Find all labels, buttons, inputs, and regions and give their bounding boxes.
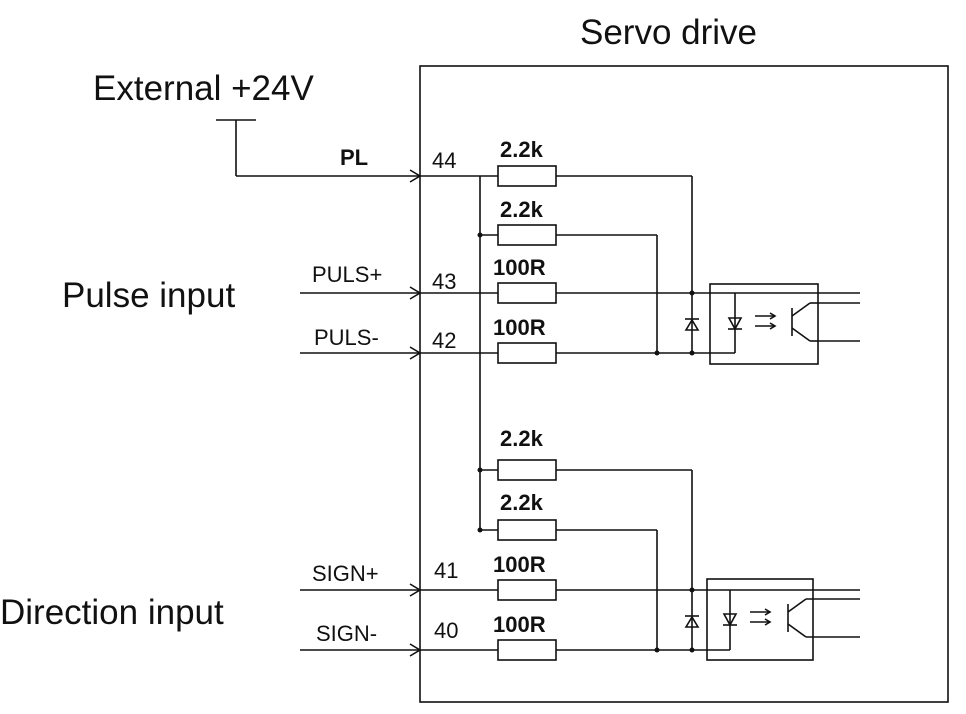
junction-dot xyxy=(654,647,660,653)
signal-sign-plus: SIGN+ xyxy=(312,561,379,586)
resistor-r3 xyxy=(497,282,557,304)
resistor-r5 xyxy=(497,459,557,481)
optocoupler-direction xyxy=(684,578,860,661)
resistor-r1 xyxy=(497,165,557,187)
pin-40: 40 xyxy=(434,618,458,643)
junction-dot xyxy=(689,290,695,296)
pl-wire xyxy=(236,169,422,183)
external-24v-label: External +24V xyxy=(93,69,314,108)
resistor-label-r1: 2.2k xyxy=(500,137,544,162)
resistor-label-r5: 2.2k xyxy=(500,426,544,451)
junction-dot xyxy=(689,647,695,653)
resistor-r4 xyxy=(497,342,557,364)
resistor-label-r6: 2.2k xyxy=(500,490,544,515)
resistor-label-r4: 100R xyxy=(493,315,546,340)
junction-dot xyxy=(477,467,483,473)
optocoupler-pulse xyxy=(684,283,860,365)
servo-drive-box xyxy=(419,65,949,703)
resistor-label-r7: 100R xyxy=(493,552,546,577)
resistor-label-r3: 100R xyxy=(493,255,546,280)
signal-puls-plus: PULS+ xyxy=(312,262,382,287)
resistor-r2 xyxy=(497,224,557,246)
servo-drive-title: Servo drive xyxy=(580,13,757,52)
resistor-r7 xyxy=(497,579,557,601)
resistor-label-r2: 2.2k xyxy=(500,197,544,222)
signal-pl: PL xyxy=(340,145,368,170)
signal-sign-minus: SIGN- xyxy=(316,621,377,646)
resistor-r6 xyxy=(497,519,557,541)
junction-dot xyxy=(477,527,483,533)
pulse-input-label: Pulse input xyxy=(62,276,235,315)
direction-input-label: Direction input xyxy=(0,593,224,632)
puls-plus-wire xyxy=(300,286,422,300)
junction-dot xyxy=(689,587,695,593)
resistor-label-r8: 100R xyxy=(493,612,546,637)
pin-42: 42 xyxy=(432,328,456,353)
pin-43: 43 xyxy=(432,269,456,294)
pin-41: 41 xyxy=(434,558,458,583)
junction-dot xyxy=(477,232,483,238)
junction-dot xyxy=(654,350,660,356)
resistor-r8 xyxy=(497,639,557,661)
junction-dot xyxy=(689,350,695,356)
signal-puls-minus: PULS- xyxy=(314,325,379,350)
pin-44: 44 xyxy=(432,148,456,173)
